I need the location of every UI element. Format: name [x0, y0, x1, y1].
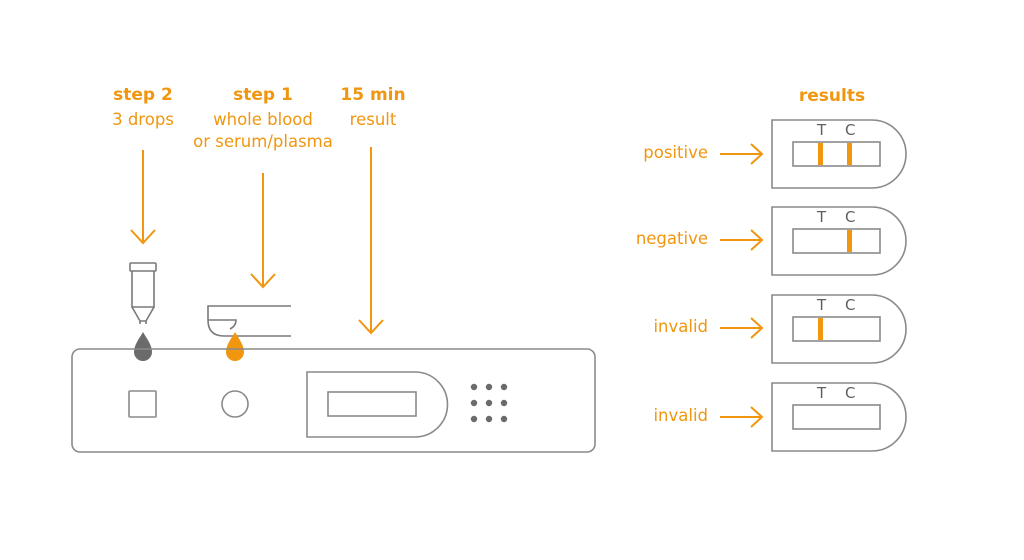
result-cassette-outline [771, 294, 907, 364]
step-3-text: result [349, 110, 397, 129]
result-window [792, 316, 881, 342]
result-label-positive: positive [643, 143, 708, 162]
step-3-label: 15 min result [323, 85, 423, 131]
step-2-label: step 2 3 drops [93, 85, 193, 131]
result-cassette-outline [771, 206, 907, 276]
c-line [847, 143, 852, 165]
step-1-text-line-1: whole blood [213, 110, 313, 129]
sample-well [221, 390, 249, 418]
c-label-1: C [845, 121, 856, 139]
result-label-negative: negative [635, 229, 708, 248]
t-line [818, 143, 823, 165]
result-window [792, 141, 881, 167]
c-line [847, 230, 852, 252]
step-3-title: 15 min [340, 85, 406, 105]
result-label-invalid-2: invalid [653, 406, 708, 425]
step-1-label: step 1 whole blood or serum/plasma [183, 85, 343, 153]
t-label-3: T [817, 296, 827, 314]
step-3-arrow [358, 147, 384, 335]
result-arrows [720, 143, 764, 428]
test-cassette [71, 348, 596, 453]
step-1-arrow [250, 173, 276, 289]
result-window [792, 404, 881, 430]
buffer-well [128, 390, 157, 418]
result-cassette-3 [771, 294, 907, 364]
result-strip [327, 391, 417, 417]
result-window [792, 228, 881, 254]
result-cassette-4 [771, 382, 907, 452]
c-label-4: C [845, 384, 856, 402]
result-window [306, 371, 449, 438]
buffer-drop-icon [134, 332, 152, 361]
t-label-2: T [817, 208, 827, 226]
step-2-arrow [130, 150, 156, 245]
result-label-invalid-1: invalid [653, 317, 708, 336]
result-cassette-1 [771, 119, 907, 189]
step-1-text-line-2: or serum/plasma [193, 132, 333, 151]
c-label-3: C [845, 296, 856, 314]
dropper-icon [129, 262, 157, 324]
finger-icon [207, 305, 291, 337]
result-cassette-2 [771, 206, 907, 276]
result-cassette-outline [771, 382, 907, 452]
t-line [818, 318, 823, 340]
step-2-title: step 2 [113, 85, 173, 105]
blood-drop-icon [226, 332, 244, 361]
t-label-1: T [817, 121, 827, 139]
result-cassette-outline [771, 119, 907, 189]
c-label-2: C [845, 208, 856, 226]
t-label-4: T [817, 384, 827, 402]
step-1-title: step 1 [233, 85, 293, 105]
dot-grid-icon [470, 383, 508, 423]
step-2-text: 3 drops [112, 110, 174, 129]
results-title: results [798, 86, 866, 106]
